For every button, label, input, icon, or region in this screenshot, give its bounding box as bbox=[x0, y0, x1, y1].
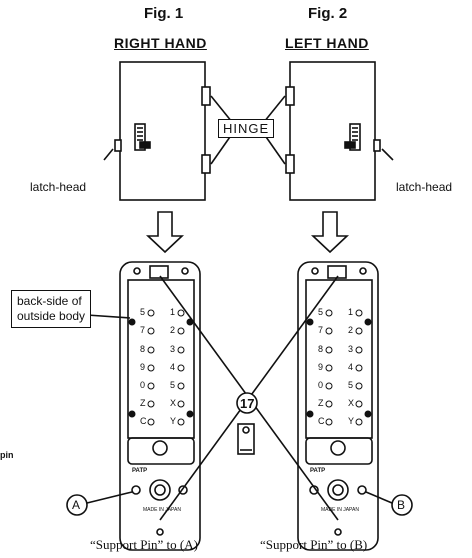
keypad-label-right-right-2: 2 bbox=[348, 325, 354, 335]
support-pin-hole-b bbox=[357, 485, 367, 495]
keypad-button-right-left-2 bbox=[325, 327, 333, 335]
keypad-button-left-left-7 bbox=[147, 418, 155, 426]
keypad-label-left-right-7: Y bbox=[170, 416, 177, 426]
keypad-label-right-right-7: Y bbox=[348, 416, 355, 426]
keypad-label-left-left-5: 0 bbox=[140, 380, 146, 390]
keypad-button-right-left-6 bbox=[325, 400, 333, 408]
keypad-button-left-right-1 bbox=[177, 309, 185, 317]
keypad-label-left-right-3: 3 bbox=[170, 344, 176, 354]
keypad-label-left-left-1: 5 bbox=[140, 307, 146, 317]
keypad-button-right-right-1 bbox=[355, 309, 363, 317]
keypad-button-right-left-4 bbox=[325, 364, 333, 372]
keypad-label-right-left-1: 5 bbox=[318, 307, 324, 317]
marker-b-label: B bbox=[397, 498, 406, 512]
door-left-hand bbox=[289, 61, 376, 201]
support-pin-hole-a bbox=[131, 485, 141, 495]
keypad-button-left-right-5 bbox=[177, 382, 185, 390]
arrow-down-right-icon bbox=[310, 211, 350, 254]
support-pin-a-caption: “Support Pin” to (A) bbox=[90, 537, 198, 552]
keypad-button-left-left-4 bbox=[147, 364, 155, 372]
lock-fig1 bbox=[134, 123, 146, 151]
latch-head-fig1 bbox=[114, 139, 122, 152]
keypad-button-left-left-2 bbox=[147, 327, 155, 335]
hinge-label: HINGE bbox=[218, 119, 275, 138]
keypad-label-right-left-3: 8 bbox=[318, 344, 324, 354]
keypad-label-left-right-6: X bbox=[170, 398, 177, 408]
hinge-bottom-fig2 bbox=[285, 154, 295, 174]
keypad-label-right-right-6: X bbox=[348, 398, 355, 408]
keypad-label-right-left-6: Z bbox=[318, 398, 324, 408]
backside-line-2: outside body bbox=[17, 309, 86, 323]
body-plate-left bbox=[119, 261, 201, 551]
keypad-button-left-right-2 bbox=[177, 327, 185, 335]
keypad-label-right-right-4: 4 bbox=[348, 362, 354, 372]
patp-left: PATP bbox=[132, 468, 148, 474]
keypad-label-left-left-2: 7 bbox=[140, 325, 146, 335]
latch-head-label-left: latch-head bbox=[30, 180, 87, 194]
keypad-button-left-right-7 bbox=[177, 418, 185, 426]
keypad-button-right-left-5 bbox=[325, 382, 333, 390]
latch-head-fig2 bbox=[373, 139, 381, 152]
support-pin-b-caption: “Support Pin” to (B) bbox=[260, 537, 368, 552]
door-right-hand bbox=[119, 61, 206, 201]
keypad-label-left-left-3: 8 bbox=[140, 344, 146, 354]
keypad-label-left-right-5: 5 bbox=[170, 380, 176, 390]
keypad-label-left-left-7: C bbox=[140, 416, 147, 426]
keypad-button-left-left-6 bbox=[147, 400, 155, 408]
backside-label: back-side of outside body bbox=[11, 290, 92, 328]
keypad-label-right-right-1: 1 bbox=[348, 307, 354, 317]
keypad-label-right-left-2: 7 bbox=[318, 325, 324, 335]
keypad-button-right-right-2 bbox=[355, 327, 363, 335]
keypad-button-left-left-5 bbox=[147, 382, 155, 390]
keypad-label-left-left-6: Z bbox=[140, 398, 146, 408]
patp-right: PATP bbox=[310, 468, 326, 474]
keypad-label-left-right-1: 1 bbox=[170, 307, 176, 317]
marker-a-circle bbox=[66, 494, 88, 516]
hinge-top-fig2 bbox=[285, 86, 295, 106]
lock-fig2 bbox=[349, 123, 361, 151]
body-plate-right bbox=[297, 261, 379, 551]
latch-head-label-right: latch-head bbox=[396, 180, 453, 194]
marker-a-label: A bbox=[72, 498, 81, 512]
made-in-left: MADE IN JAPAN bbox=[143, 507, 181, 513]
keypad-button-left-left-3 bbox=[147, 346, 155, 354]
pin-fragment-label: pin bbox=[0, 450, 14, 460]
keypad-button-right-right-4 bbox=[355, 364, 363, 372]
hinge-bottom-fig1 bbox=[201, 154, 211, 174]
arrow-down-left-icon bbox=[145, 211, 185, 254]
keypad-button-right-right-3 bbox=[355, 346, 363, 354]
keypad-button-right-left-3 bbox=[325, 346, 333, 354]
made-in-right: MADE IN JAPAN bbox=[321, 507, 359, 513]
part-number: 17 bbox=[240, 396, 255, 411]
keypad-label-right-right-3: 3 bbox=[348, 344, 354, 354]
keypad-button-right-right-5 bbox=[355, 382, 363, 390]
keypad-button-right-left-1 bbox=[325, 309, 333, 317]
keypad-button-left-right-6 bbox=[177, 400, 185, 408]
keypad-label-right-left-4: 9 bbox=[318, 362, 324, 372]
marker-b-circle bbox=[391, 494, 413, 516]
support-pin-icon bbox=[237, 423, 255, 455]
fig2-title: Fig. 2 bbox=[308, 5, 348, 22]
keypad-button-left-right-3 bbox=[177, 346, 185, 354]
keypad-label-left-left-4: 9 bbox=[140, 362, 146, 372]
part-17-circle bbox=[236, 392, 258, 414]
keypad-button-left-right-4 bbox=[177, 364, 185, 372]
keypad-label-right-right-5: 5 bbox=[348, 380, 354, 390]
keypad-button-right-right-7 bbox=[355, 418, 363, 426]
keypad-button-left-left-1 bbox=[147, 309, 155, 317]
fig1-hand-label: RIGHT HAND bbox=[114, 35, 207, 51]
keypad-button-right-right-6 bbox=[355, 400, 363, 408]
keypad-label-right-left-5: 0 bbox=[318, 380, 324, 390]
backside-line-1: back-side of bbox=[17, 294, 82, 308]
keypad-label-left-right-4: 4 bbox=[170, 362, 176, 372]
fig1-title: Fig. 1 bbox=[144, 5, 184, 22]
keypad-button-right-left-7 bbox=[325, 418, 333, 426]
keypad-label-right-left-7: C bbox=[318, 416, 325, 426]
hinge-top-fig1 bbox=[201, 86, 211, 106]
fig2-hand-label: LEFT HAND bbox=[285, 35, 369, 51]
keypad-label-left-right-2: 2 bbox=[170, 325, 176, 335]
